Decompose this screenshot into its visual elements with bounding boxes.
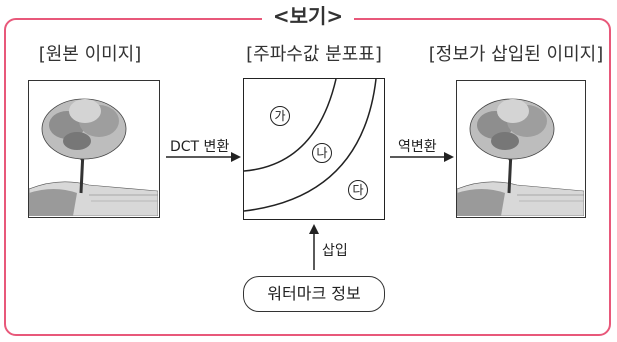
frequency-distribution-table: 가 나 다 — [243, 78, 385, 220]
watermark-info-box: 워터마크 정보 — [243, 276, 385, 312]
region-na-label: 나 — [312, 143, 332, 163]
original-image-label: [원본 이미지] — [38, 44, 142, 65]
watermarked-image — [456, 80, 586, 218]
inverse-transform-label: 역변환 — [398, 139, 437, 155]
watermarked-image-label: [정보가 삽입된 이미지] — [428, 44, 604, 65]
tree-landscape-icon — [457, 81, 584, 216]
frequency-curves — [244, 79, 377, 212]
region-da-label: 다 — [348, 180, 368, 200]
frame-title: <보기> — [262, 3, 354, 29]
dct-transform-label: DCT 변환 — [170, 139, 230, 155]
tree-landscape-icon — [29, 81, 158, 216]
original-image — [28, 80, 160, 218]
insert-label: 삽입 — [322, 243, 348, 259]
region-ga-label: 가 — [270, 106, 290, 126]
frequency-table-label: [주파수값 분포표] — [246, 44, 382, 65]
